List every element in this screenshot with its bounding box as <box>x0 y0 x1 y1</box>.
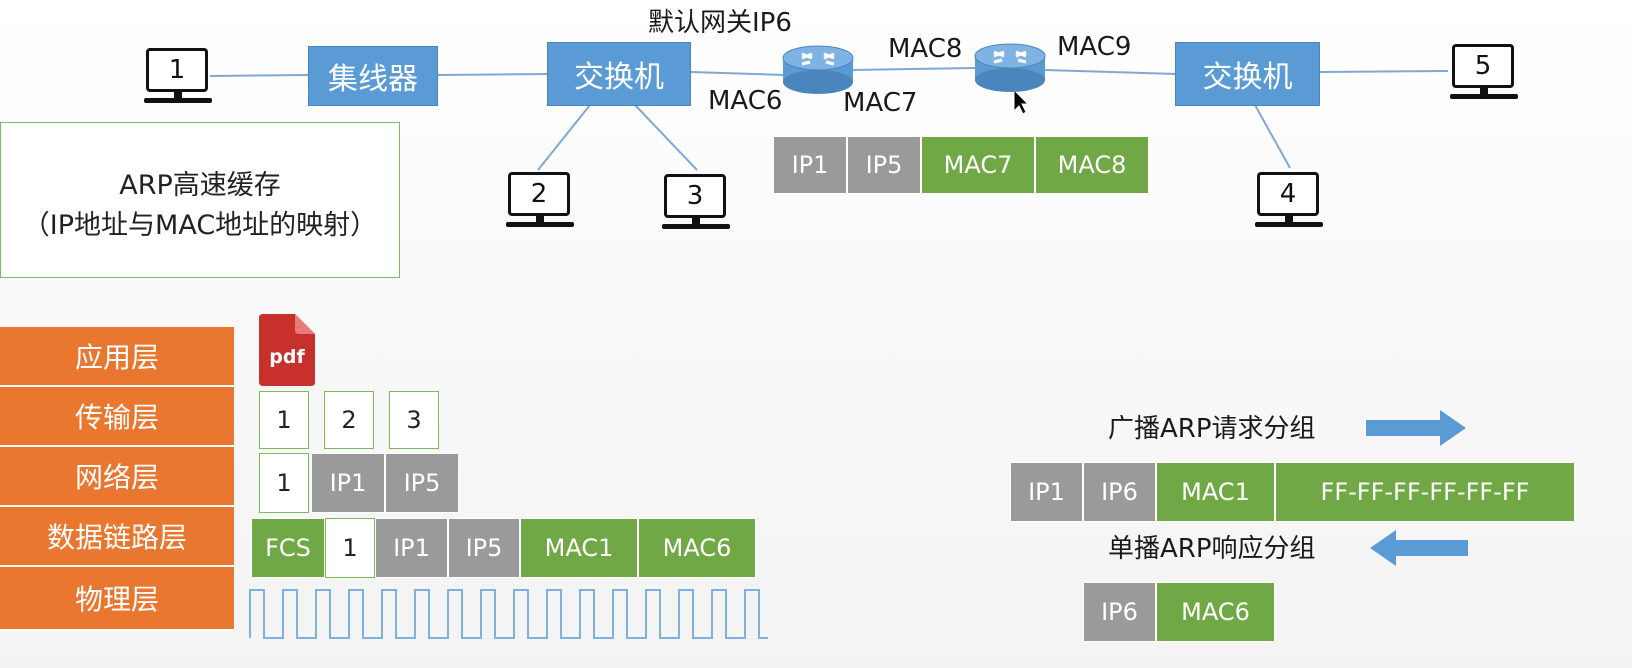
host-3-label: 3 <box>664 174 726 218</box>
arp-request-sender-mac: MAC1 <box>1156 462 1275 522</box>
arp-request-target-ip: IP6 <box>1083 462 1156 522</box>
switch-left[interactable]: 交换机 <box>547 42 691 106</box>
host-5-label: 5 <box>1452 44 1514 88</box>
arp-reply-label: 单播ARP响应分组 <box>1108 534 1316 564</box>
router-right[interactable] <box>974 42 1046 94</box>
host-4[interactable]: 4 <box>1255 172 1325 232</box>
hub[interactable]: 集线器 <box>308 46 438 106</box>
mac6-label: MAC6 <box>708 86 783 116</box>
layer-application: 应用层 <box>0 327 234 387</box>
frame-field-ip5: IP5 <box>847 136 921 194</box>
frame-dst-mac: MAC6 <box>638 518 756 578</box>
router-left[interactable] <box>782 44 854 96</box>
layer-network: 网络层 <box>0 447 234 507</box>
host-1-label: 1 <box>146 48 208 92</box>
physical-signal <box>249 589 768 639</box>
arp-request-label: 广播ARP请求分组 <box>1108 414 1316 444</box>
arrow-left-icon <box>1370 530 1468 566</box>
network-dst-ip: IP5 <box>385 453 459 513</box>
frame-field-ip1: IP1 <box>773 136 847 194</box>
arp-request-broadcast-mac: FF-FF-FF-FF-FF-FF <box>1275 462 1575 522</box>
arp-cache-subtitle: （IP地址与MAC地址的映射） <box>22 210 378 241</box>
host-1[interactable]: 1 <box>144 48 214 108</box>
pdf-icon: pdf <box>259 314 315 386</box>
host-3[interactable]: 3 <box>662 174 732 234</box>
pdf-icon-label: pdf <box>269 346 305 368</box>
router-icon <box>782 45 854 94</box>
host-2[interactable]: 2 <box>506 172 576 232</box>
host-2-label: 2 <box>508 172 570 216</box>
router-icon <box>974 43 1046 92</box>
frame-src-ip: IP1 <box>375 518 448 578</box>
mac9-label: MAC9 <box>1057 32 1132 62</box>
frame-src-mac: MAC1 <box>520 518 638 578</box>
frame-field-mac7: MAC7 <box>921 136 1035 194</box>
host-5[interactable]: 5 <box>1450 44 1520 104</box>
transport-segment-3: 3 <box>389 391 439 449</box>
transport-segment-1: 1 <box>259 391 309 449</box>
frame-field-mac8: MAC8 <box>1035 136 1149 194</box>
layer-transport: 传输层 <box>0 387 234 447</box>
frame-dst-ip: IP5 <box>448 518 520 578</box>
mac8-label: MAC8 <box>888 34 963 64</box>
host-4-label: 4 <box>1257 172 1319 216</box>
gateway-label: 默认网关IP6 <box>648 8 792 38</box>
arrow-right-icon <box>1366 410 1466 446</box>
layer-physical: 物理层 <box>0 567 234 631</box>
transport-segment-2: 2 <box>324 391 374 449</box>
frame-fcs: FCS <box>251 518 325 578</box>
arp-reply-ip: IP6 <box>1083 582 1156 642</box>
layer-datalink: 数据链路层 <box>0 507 234 567</box>
cursor-icon <box>1013 88 1030 115</box>
mac7-label: MAC7 <box>843 88 918 118</box>
frame-payload: 1 <box>325 518 375 578</box>
network-src-ip: IP1 <box>311 453 385 513</box>
arp-request-sender-ip: IP1 <box>1010 462 1083 522</box>
network-payload: 1 <box>259 453 309 513</box>
arp-reply-mac: MAC6 <box>1156 582 1275 642</box>
arp-cache-box: ARP高速缓存 （IP地址与MAC地址的映射） <box>0 122 400 278</box>
arp-cache-title: ARP高速缓存 <box>119 170 281 201</box>
switch-right[interactable]: 交换机 <box>1175 42 1320 106</box>
